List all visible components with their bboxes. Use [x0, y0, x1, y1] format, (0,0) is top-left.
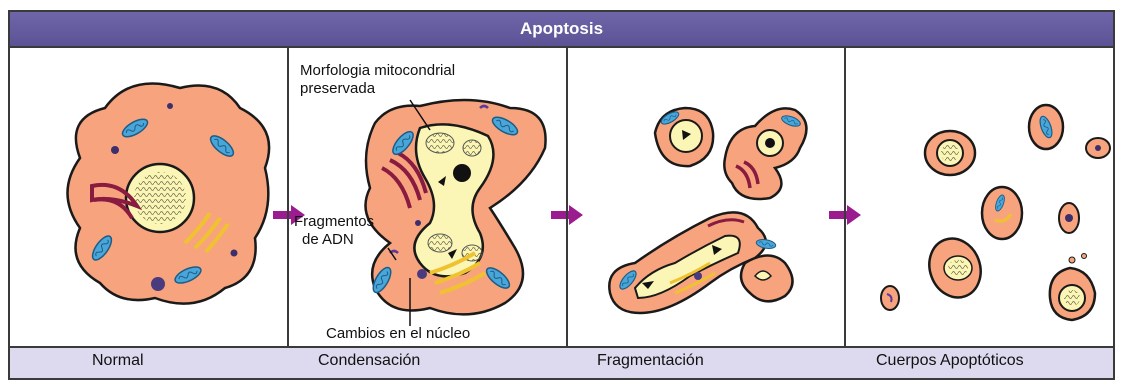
label-mitochondria-line1: Morfologia mitocondrial [300, 62, 455, 79]
fragmenting-cell [609, 108, 806, 313]
normal-cell [68, 84, 270, 304]
label-mitochondria-line2: preservada [300, 80, 375, 97]
apoptosis-figure: Apoptosis [8, 10, 1115, 380]
title-bar: Apoptosis [10, 12, 1113, 48]
condensing-cell [366, 100, 546, 326]
stage-illustrations [10, 48, 1113, 348]
label-dna-fragments-line1: Fragmentos [294, 213, 374, 230]
stage-label-condensation: Condensación [318, 352, 420, 370]
stage-label-fragmentation: Fragmentación [597, 352, 704, 370]
label-nucleus-changes: Cambios en el núcleo [326, 325, 470, 342]
stage-label-normal: Normal [92, 352, 144, 370]
apoptotic-bodies [881, 105, 1110, 320]
divider-2 [566, 48, 568, 378]
divider-3 [844, 48, 846, 378]
divider-1 [287, 48, 289, 378]
stage-caption-bar: Normal Condensación Fragmentación Cuerpo… [10, 346, 1113, 378]
stage-label-apoptotic-bodies: Cuerpos Apoptóticos [876, 352, 1024, 370]
label-dna-fragments-line2: de ADN [302, 231, 354, 248]
figure-title: Apoptosis [520, 19, 603, 38]
